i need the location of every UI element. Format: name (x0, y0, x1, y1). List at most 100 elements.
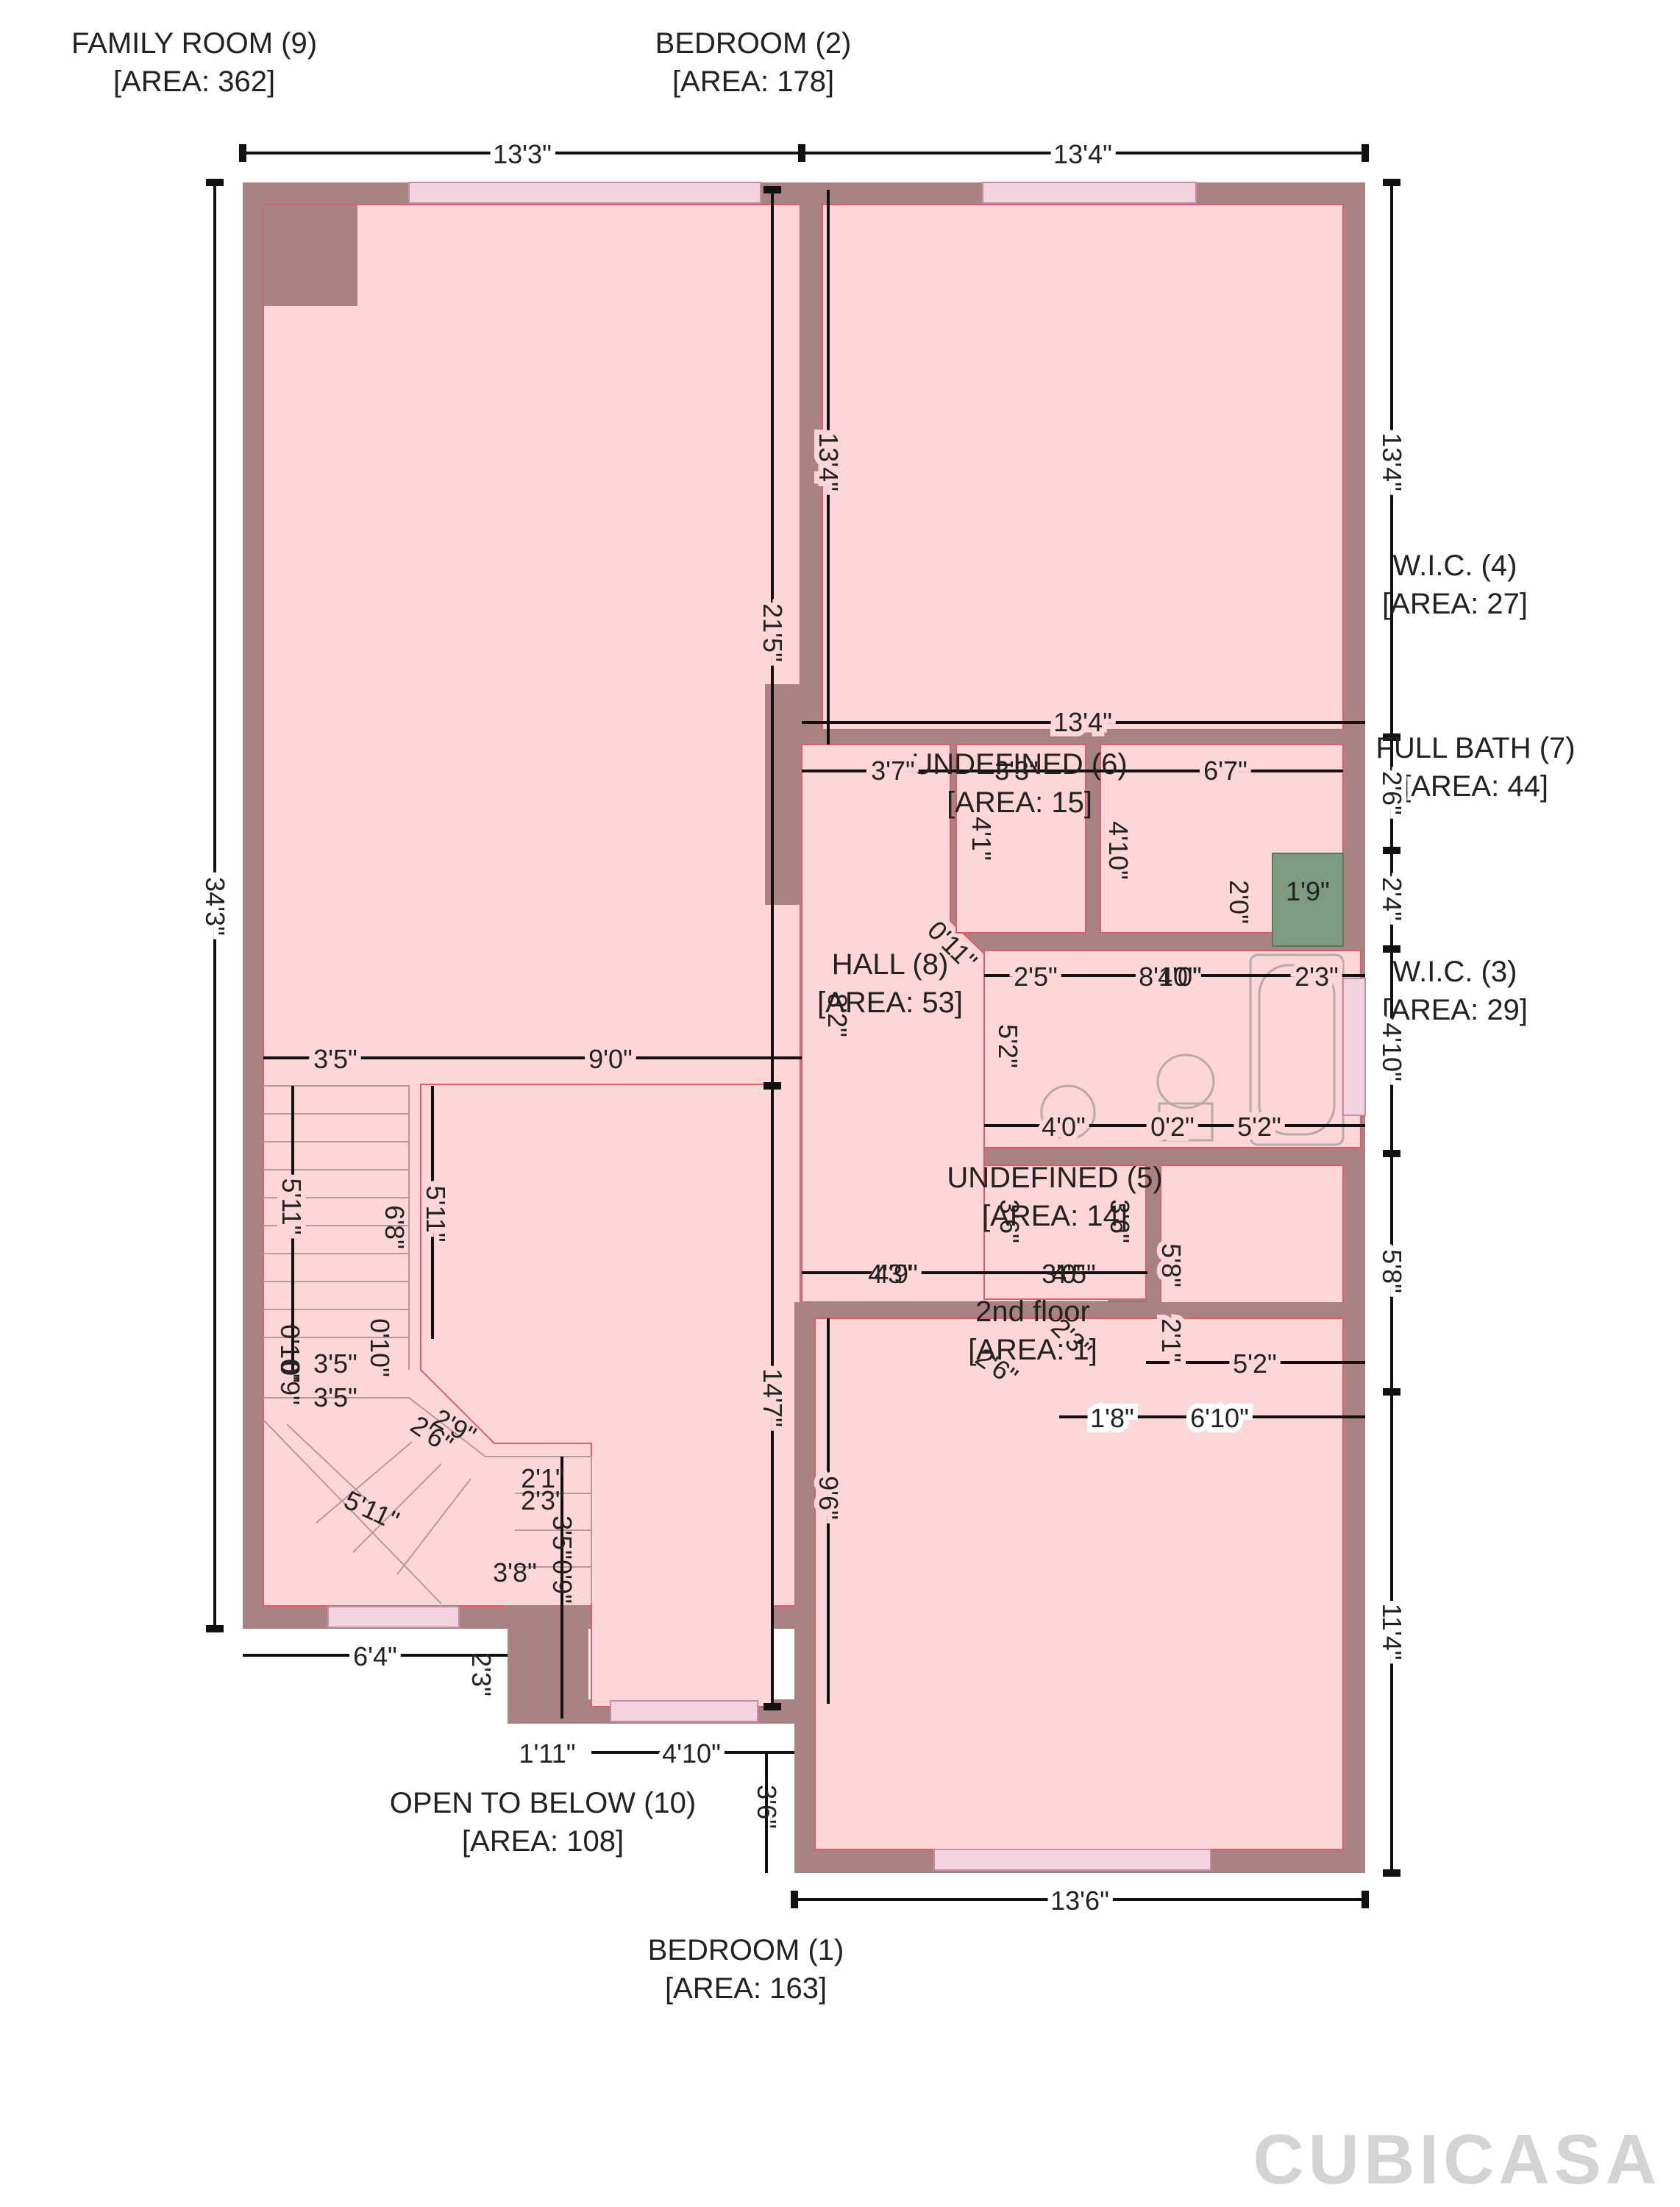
dim-right-bedroom2: 13'4" (1377, 433, 1407, 491)
open-to-below-area: [AREA: 108] (462, 1825, 624, 1858)
dim-stair-3-8: 3'8" (493, 1557, 537, 1588)
dim-stair-5-11: 5'11" (277, 1178, 307, 1234)
dim-stair-3-5: 3'5" (313, 1044, 357, 1074)
dim-stair-3-5c: 3'5" (313, 1382, 357, 1412)
window-family-top (408, 182, 761, 204)
undefined5-area: [AREA: 14] (982, 1200, 1128, 1232)
dim-bath-0-2: 0'2" (1150, 1112, 1195, 1142)
dim-u5-3-0: 3'0" (1042, 1259, 1086, 1289)
dim-bedroom1-9-6: 9'6" (814, 1476, 844, 1520)
toilet (1156, 1053, 1215, 1109)
bottom-left-walls (508, 1606, 588, 1724)
dim-u5-3-6b: 3'6" (1105, 1199, 1135, 1243)
dim-undef6-h2: 4'10" (1103, 821, 1133, 880)
bedroom2-name: BEDROOM (2) (655, 27, 852, 60)
wic3-name: W.I.C. (3) (1393, 956, 1517, 988)
dim-right-4-10: 4'10" (1377, 1023, 1407, 1081)
undefined6-area: [AREA: 15] (947, 786, 1092, 819)
wic4-name: W.I.C. (4) (1393, 550, 1517, 582)
dim-top-right: 13'4" (1053, 139, 1112, 169)
dim-hall-2-5: 2'5" (1014, 962, 1058, 992)
dim-stair-2-1: 2'1" (521, 1463, 565, 1493)
dim-open-5-11: 5'11" (421, 1185, 451, 1242)
corner-wall-block (263, 205, 357, 306)
bedroom2-area: [AREA: 178] (672, 65, 834, 98)
dim-stair-6-8: 6'8" (380, 1205, 410, 1249)
dim-open-14-7: 14'7" (758, 1368, 788, 1427)
dim-stair-2-3: 2'3" (521, 1485, 565, 1515)
brand-logo: CUBICASA (1253, 2120, 1661, 2199)
bedroom2-floor (822, 204, 1344, 731)
dim-undef6-h: 4'1" (967, 817, 997, 861)
stairs (263, 1085, 592, 1604)
bedroom1-area: [AREA: 163] (665, 1972, 827, 2005)
dim-stair-0-10a: 0'10" (275, 1324, 305, 1383)
dim-stair-3-5d: 3'5" (547, 1515, 577, 1560)
wic3-area: [AREA: 29] (1382, 994, 1528, 1026)
dim-bath-5-2: 5'2" (1237, 1112, 1281, 1142)
dim-right-11-4: 11'4" (1377, 1603, 1407, 1660)
dim-hall-4-3: 4'3" (868, 1259, 912, 1289)
second-floor-name: 2nd floor (975, 1296, 1090, 1328)
window-bedroom1-bottom (933, 1849, 1211, 1871)
dimension-labels: 13'3" 13'4" 34'3" 13'4" 13'4" 21'5" 13'4… (195, 134, 1412, 1921)
dim-bedroom2-lower: 13'4" (1053, 707, 1112, 737)
window-family-bottom (327, 1606, 460, 1628)
dim-undef6-width: 3'3" (994, 756, 1039, 786)
family-room-area: [AREA: 362] (113, 65, 275, 98)
dim-right-2-6: 2'6" (1377, 771, 1407, 815)
dim-landing-6-10: 6'10" (1190, 1403, 1249, 1433)
open-to-below-name: OPEN TO BELOW (10) (390, 1787, 696, 1819)
dim-hall-8-2: 8'2" (822, 993, 853, 1037)
dim-bath-4-0b: 4'0" (1042, 1112, 1086, 1142)
dim-hall-5-2: 5'2" (993, 1024, 1023, 1068)
dim-bath-4-0: 4'0" (1158, 962, 1202, 992)
full-bath-floor (983, 950, 1362, 1148)
bedroom1-name: BEDROOM (1) (648, 1934, 844, 1966)
dim-bath-top: 6'7" (1203, 756, 1247, 786)
undefined5-name: UNDEFINED (5) (947, 1162, 1162, 1194)
dim-bottom-1-11: 1'11" (519, 1738, 575, 1769)
dim-hall-8-10: 8'10" (1139, 962, 1197, 992)
dim-hall-4-9: 4'9" (874, 1259, 918, 1289)
undefined6-name: UNDEFINED (6) (911, 748, 1127, 781)
dim-stair-0-9b: 0'9" (547, 1560, 577, 1604)
dim-u5-4-5: 4'5" (1052, 1259, 1096, 1289)
dim-stair-0-9: 0'9" (275, 1361, 305, 1405)
hall-name: HALL (8) (832, 948, 949, 981)
dim-bedroom1-width: 13'6" (1050, 1886, 1109, 1916)
dim-wic3-2-1: 2'1" (1156, 1318, 1186, 1362)
dim-bottom-2-3: 2'3" (466, 1652, 496, 1696)
dim-hall-left: 3'7" (871, 756, 915, 786)
dim-family-height: 21'5" (758, 603, 788, 662)
dim-right-5-8: 5'8" (1377, 1249, 1407, 1293)
dim-green-h: 2'0" (1224, 880, 1254, 924)
full-bath-name: FULL BATH (7) (1375, 732, 1575, 764)
family-room-name: FAMILY ROOM (9) (71, 27, 317, 60)
dim-u5-3-6: 3'6" (994, 1199, 1025, 1243)
dim-wic3-5-8: 5'8" (1156, 1243, 1186, 1287)
toilet-tank (1158, 1102, 1214, 1142)
full-bath-area: [AREA: 44] (1403, 770, 1548, 803)
undefined6-floor (955, 744, 1086, 934)
window-bedroom2-top (982, 182, 1197, 204)
bedroom1-floor (814, 1318, 1344, 1850)
second-floor-area: [AREA: 1] (968, 1334, 1097, 1366)
bath-green (1272, 853, 1344, 947)
dim-bottom-3-6: 3'6" (752, 1785, 782, 1829)
dim-left-total: 34'3" (200, 877, 230, 936)
undefined5-floor (983, 1165, 1147, 1300)
dim-stair-0-10b: 0'10" (365, 1318, 395, 1377)
dim-green-w: 1'9" (1286, 876, 1330, 906)
dim-wic3-5-2: 5'2" (1233, 1348, 1277, 1379)
dim-landing-1-8: 1'8" (1090, 1403, 1134, 1433)
sink (1040, 1084, 1096, 1140)
hall-area: [AREA: 53] (817, 987, 963, 1019)
dimension-lines (206, 144, 1400, 1908)
dim-stair-3-5b: 3'5" (313, 1348, 357, 1379)
dim-bottom-6-4: 6'4" (353, 1641, 397, 1671)
bathtub-inner (1258, 964, 1336, 1136)
dim-family-9-0: 9'0" (588, 1044, 633, 1074)
wic4-area: [AREA: 27] (1382, 588, 1528, 620)
